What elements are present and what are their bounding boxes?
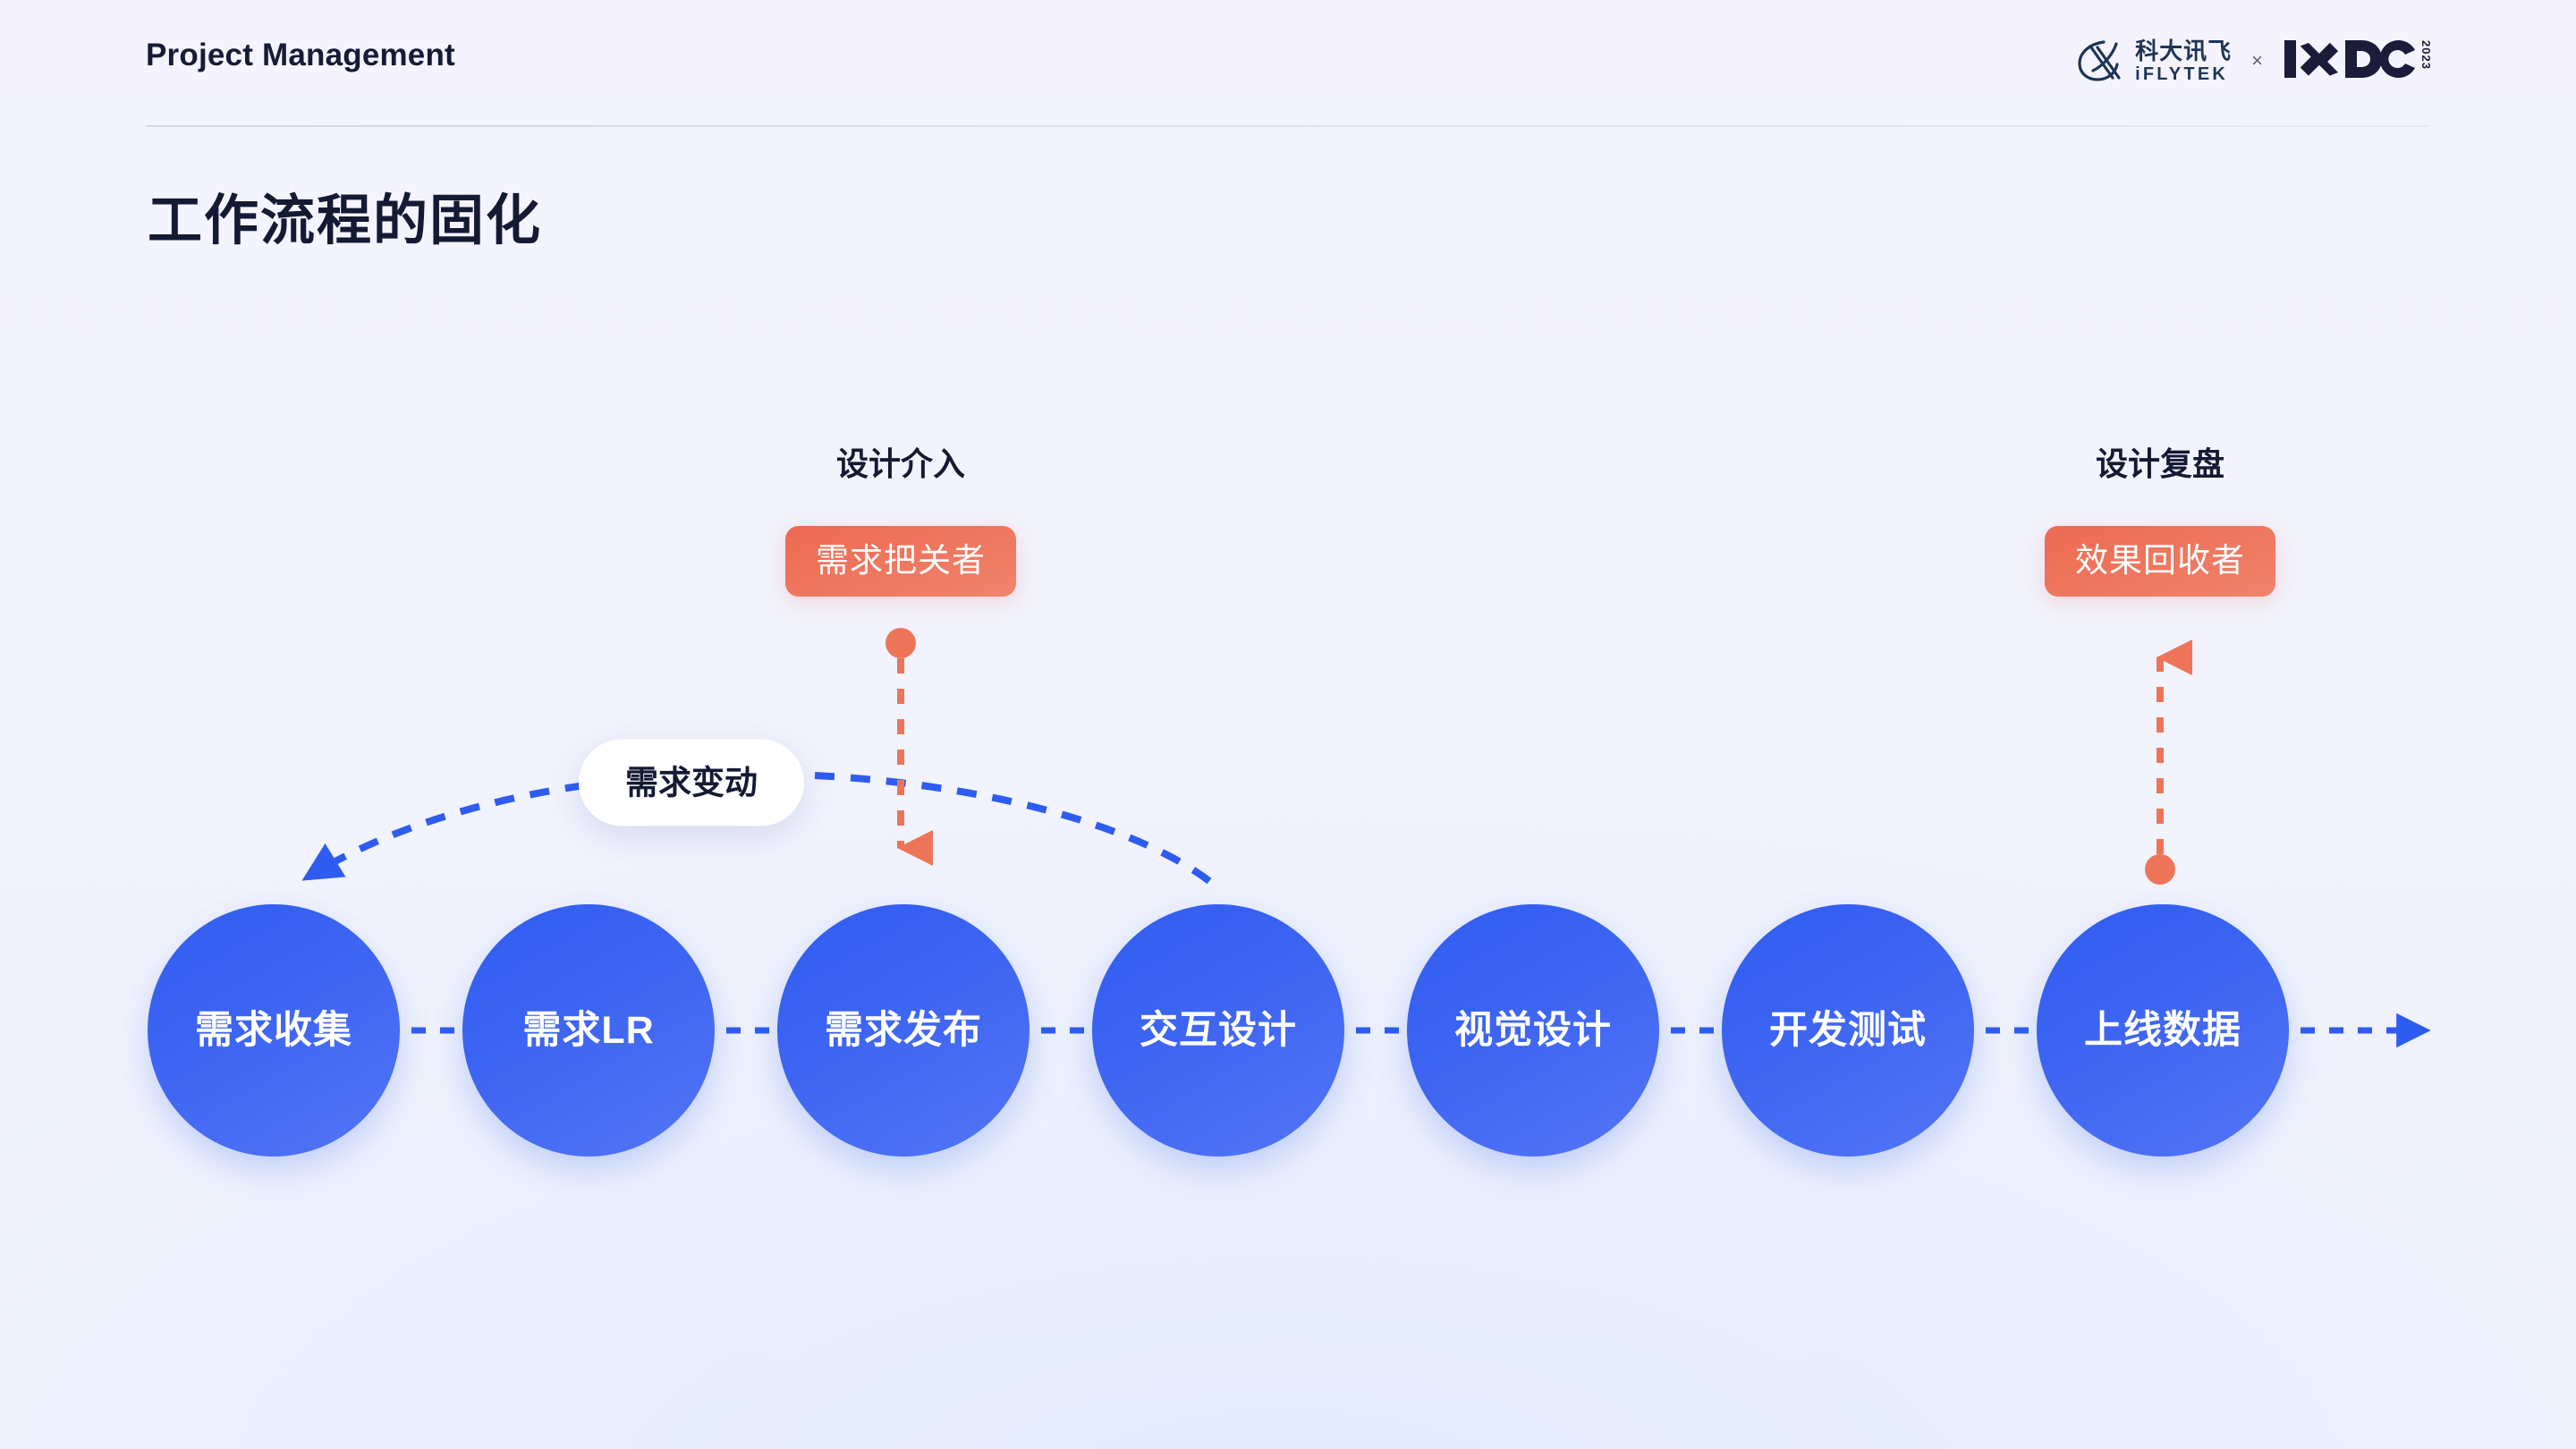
iflytek-wordmark: 科大讯飞 iFLYTEK xyxy=(2135,39,2232,83)
iflytek-logo: 科大讯飞 iFLYTEK xyxy=(2077,38,2232,83)
header-title: Project Management xyxy=(146,38,455,72)
logo-cross-separator: × xyxy=(2251,49,2263,72)
role-badge-outcome-collector[interactable]: 效果回收者 xyxy=(2045,526,2275,597)
ixdc-year: 2023 xyxy=(2419,39,2433,70)
step-node-requirement-lr[interactable]: 需求LR xyxy=(462,904,715,1157)
slide-header: Project Management 科大讯飞 iFLYTEK × xyxy=(0,0,2576,132)
annotation-label-design-involvement: 设计介入 xyxy=(835,445,966,482)
annotation-label-design-review: 设计复盘 xyxy=(2095,445,2225,482)
step-node-interaction-design[interactable]: 交互设计 xyxy=(1092,904,1344,1157)
step-label: 上线数据 xyxy=(2084,1008,2241,1052)
step-label: 需求收集 xyxy=(195,1008,352,1052)
step-label: 需求LR xyxy=(522,1008,655,1052)
step-node-visual-design[interactable]: 视觉设计 xyxy=(1407,904,1659,1157)
ixdc-wordmark-icon xyxy=(2283,35,2417,88)
requirement-change-pill[interactable]: 需求变动 xyxy=(579,739,804,826)
ixdc-logo: 2023 xyxy=(2283,35,2433,88)
iflytek-chinese-name: 科大讯飞 xyxy=(2135,37,2233,64)
step-label: 交互设计 xyxy=(1140,1008,1297,1052)
page-title: 工作流程的固化 xyxy=(148,190,543,250)
header-divider xyxy=(146,125,2429,127)
design-review-connector xyxy=(2145,640,2192,885)
step-node-development-testing[interactable]: 开发测试 xyxy=(1722,904,1974,1157)
iflytek-mark-icon xyxy=(2077,38,2127,83)
iflytek-latin-name: iFLYTEK xyxy=(2135,64,2229,84)
role-badge-requirement-gatekeeper[interactable]: 需求把关者 xyxy=(785,526,1016,597)
step-label: 开发测试 xyxy=(1769,1008,1927,1052)
design-involvement-connector xyxy=(886,628,933,866)
step-node-requirement-release[interactable]: 需求发布 xyxy=(777,904,1030,1157)
step-label: 视觉设计 xyxy=(1454,1008,1612,1052)
logo-lockup: 科大讯飞 iFLYTEK × 2023 xyxy=(2077,34,2433,88)
step-node-launch-data[interactable]: 上线数据 xyxy=(2037,904,2289,1157)
step-label: 需求发布 xyxy=(825,1008,982,1052)
step-node-requirement-collection[interactable]: 需求收集 xyxy=(148,904,400,1157)
